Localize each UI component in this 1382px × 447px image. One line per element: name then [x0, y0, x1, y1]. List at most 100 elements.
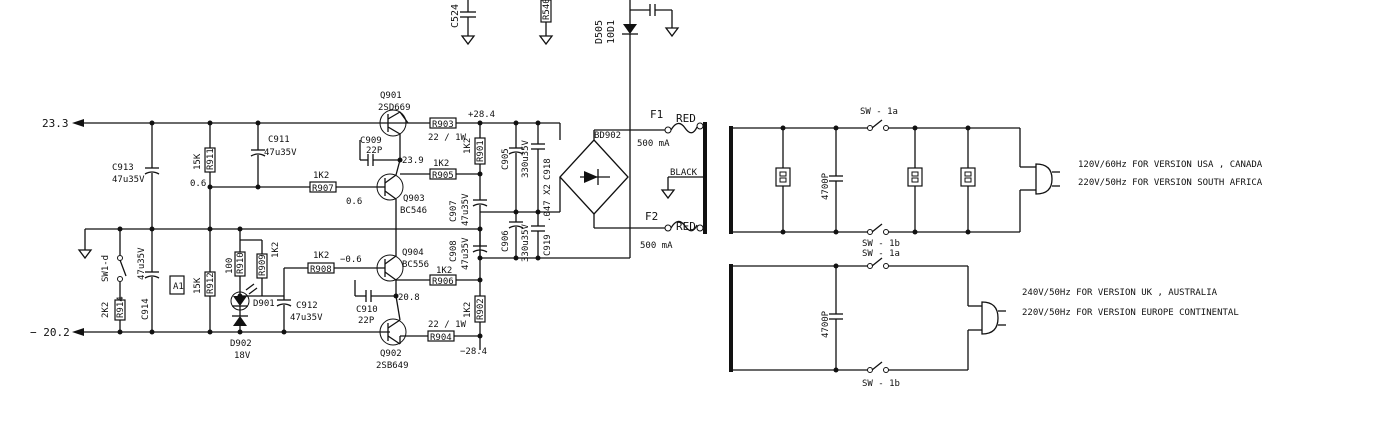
- voltage-20.8: 20.8: [398, 293, 420, 303]
- sw1b-top-label: SW - 1b: [862, 239, 900, 249]
- q901-type: 2SD669: [378, 103, 411, 113]
- c4700-bottom-value: 4700P: [821, 310, 831, 338]
- sw1b-bottom-label: SW - 1b: [862, 379, 900, 389]
- f1-label: F1: [650, 108, 663, 121]
- f2-label: F2: [645, 210, 658, 223]
- q901-label: Q901: [380, 91, 402, 101]
- q902-type: 2SB649: [376, 361, 409, 371]
- r902-value: 1K2: [463, 302, 473, 318]
- d902-label: D902: [230, 339, 252, 349]
- version-south-africa: 220V/50Hz FOR VERSION SOUTH AFRICA: [1078, 178, 1263, 188]
- r901-resistor: [474, 123, 486, 174]
- r912-resistor: [204, 226, 216, 335]
- r905-value: 1K2: [433, 159, 449, 169]
- c911-label: C911: [268, 135, 290, 145]
- r910-label: R910: [236, 252, 246, 274]
- c4700-top-value: 4700P: [821, 172, 831, 200]
- c905-value: 330u35V: [521, 139, 531, 178]
- r908-label: R908: [310, 265, 332, 275]
- voltage-plus-28.4: +28.4: [468, 110, 495, 120]
- r905-label: R905: [432, 171, 454, 181]
- r908-value: 1K2: [313, 251, 329, 261]
- f1-value: 500 mA: [637, 139, 670, 149]
- r904-value: 22 / 1W: [428, 320, 467, 330]
- voltage-minus-0.6: −0.6: [340, 255, 362, 265]
- q901-transistor: [379, 109, 430, 160]
- negative-rail: [72, 328, 390, 336]
- voltage-0.6-mid: 0.6: [346, 197, 362, 207]
- d902-zener: [232, 312, 248, 335]
- r903-label: R903: [432, 120, 454, 130]
- r909-label: R909: [258, 254, 268, 276]
- q903-label: Q903: [403, 194, 425, 204]
- c918-capacitor: [531, 120, 545, 212]
- c910-capacitor: [354, 280, 399, 302]
- f2-value: 500 mA: [640, 241, 673, 251]
- r910-value: 100: [225, 258, 235, 274]
- c906-value: 330u35V: [521, 223, 531, 262]
- c047-value: .047 X2: [543, 184, 553, 222]
- c913-capacitor: [144, 120, 160, 232]
- d505-value: 10D1: [606, 20, 617, 44]
- c907-label: C907: [449, 200, 459, 222]
- q904-type: BC556: [402, 260, 429, 270]
- voltage-23.9: 23.9: [402, 156, 424, 166]
- d902-value: 18V: [234, 351, 251, 361]
- r911-resistor: [204, 120, 216, 229]
- c910-label: C910: [356, 305, 378, 315]
- version-uk-australia: 240V/50Hz FOR VERSION UK , AUSTRALIA: [1022, 288, 1218, 298]
- version-usa-canada: 120V/60Hz FOR VERSION USA , CANADA: [1078, 160, 1263, 170]
- c911-capacitor: [210, 120, 310, 190]
- c906-label: C906: [501, 230, 511, 252]
- r540-resistor: [538, 0, 554, 46]
- c524-capacitor: [460, 0, 476, 46]
- r914-value: 2K2: [101, 302, 111, 318]
- c907-capacitor: [472, 174, 488, 232]
- c912-capacitor: [276, 296, 292, 335]
- black-center-tap: [660, 176, 703, 200]
- c910-value: 22P: [358, 316, 375, 326]
- q904-label: Q904: [402, 248, 424, 258]
- d505-diode: [622, 0, 680, 120]
- red-wire-2: RED: [676, 220, 696, 233]
- primary-circuit-uk-eu: [729, 257, 1006, 373]
- d505-label: D505: [594, 20, 605, 44]
- c907-value: 47u35V: [461, 193, 471, 226]
- r912-label: R912: [206, 272, 216, 294]
- c912-label: C912: [296, 301, 318, 311]
- r906-resistor: [396, 274, 480, 286]
- q904-transistor: [376, 229, 404, 296]
- c918-label: C918: [543, 158, 553, 180]
- c919-label: C919: [543, 234, 553, 256]
- voltage-0.6-left: 0.6: [190, 179, 206, 189]
- red-wire-1: RED: [676, 112, 696, 125]
- c908-value: 47u35V: [461, 237, 471, 270]
- r907-resistor: [309, 181, 378, 193]
- c905-label: C905: [501, 148, 511, 170]
- c914-value: 47u35V: [137, 247, 147, 280]
- r901-value: 1K2: [463, 138, 473, 154]
- c909-value: 22P: [366, 146, 383, 156]
- r904-resistor: [427, 330, 481, 350]
- r903-resistor: [429, 117, 560, 129]
- c913-label: C913: [112, 163, 134, 173]
- c909-label: C909: [360, 136, 382, 146]
- q902-transistor: [379, 295, 428, 346]
- d901-led: [230, 283, 258, 312]
- negative-rail-voltage: − 20.2: [30, 326, 70, 339]
- r902-label: R902: [476, 298, 486, 320]
- r906-value: 1K2: [436, 266, 452, 276]
- r912-value: 15K: [193, 277, 203, 294]
- r907-label: R907: [312, 184, 334, 194]
- sw1d-switch: [114, 226, 127, 335]
- r540-label: R540: [542, 0, 552, 20]
- version-europe-continental: 220V/50Hz FOR VERSION EUROPE CONTINENTAL: [1022, 308, 1239, 318]
- sw1a-bottom-label: SW - 1a: [862, 249, 900, 259]
- bd902-label: BD902: [594, 131, 621, 141]
- positive-rail: [72, 119, 408, 127]
- d901-label: D901: [253, 299, 275, 309]
- c911-value: 47u35V: [264, 148, 297, 158]
- r911-label: R911: [206, 148, 216, 170]
- c912-value: 47u35V: [290, 313, 323, 323]
